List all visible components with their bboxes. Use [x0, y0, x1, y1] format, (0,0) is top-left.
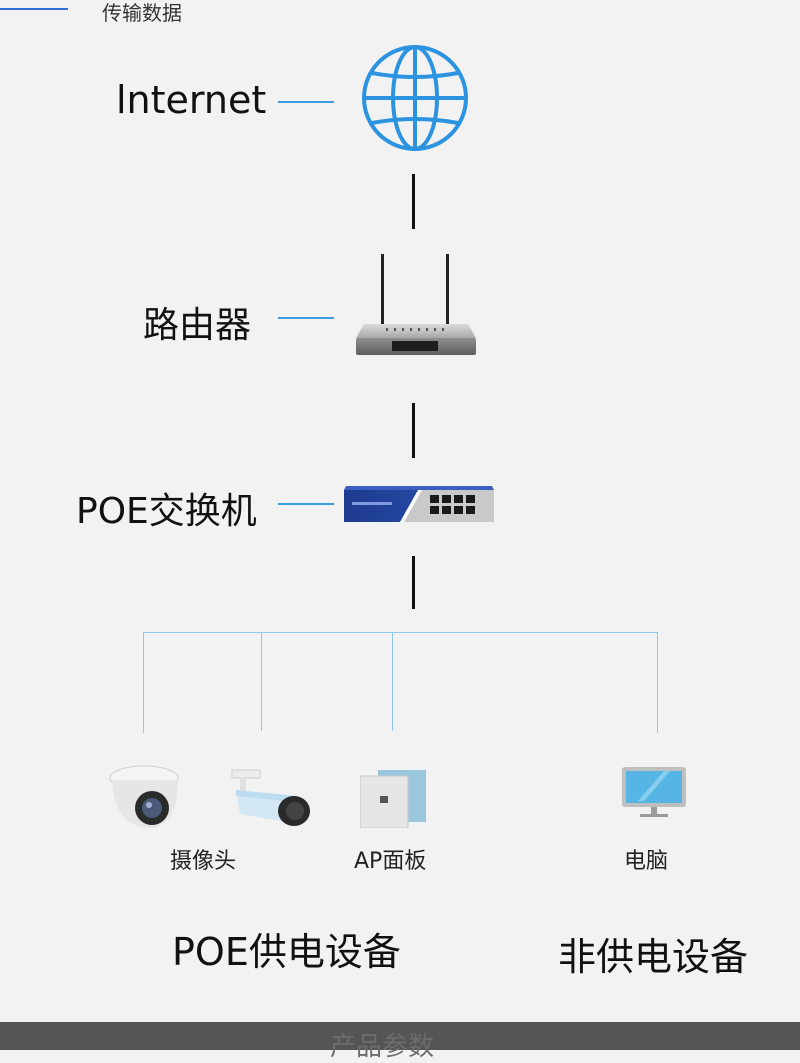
dome-camera-icon	[109, 765, 179, 828]
link-router-switch	[412, 403, 415, 458]
footer-label: 产品参数	[330, 1032, 435, 1062]
distribution-bus	[143, 632, 658, 633]
poe-group-label: POE供电设备	[172, 930, 401, 974]
legend-line	[0, 8, 68, 10]
monitor-icon	[622, 767, 686, 817]
router-connector	[278, 317, 334, 319]
globe-icon	[362, 45, 468, 151]
link-internet-router	[412, 174, 415, 229]
branch-pc	[657, 632, 658, 733]
bullet-camera-icon	[231, 769, 310, 826]
branch-ap-panel	[392, 632, 393, 731]
router-icon	[356, 254, 476, 355]
ap-panel-icon	[360, 770, 426, 828]
pc-label: 电脑	[624, 849, 669, 874]
poe-switch-icon	[344, 486, 494, 522]
legend-label: 传输数据	[102, 1, 182, 25]
camera-label: 摄像头	[170, 849, 237, 874]
switch-label: POE交换机	[76, 491, 257, 532]
non-poe-group-label: 非供电设备	[558, 935, 749, 979]
link-switch-devices	[412, 556, 415, 609]
internet-connector	[278, 101, 334, 103]
internet-label: lnternet	[116, 78, 267, 122]
branch-dome-camera	[143, 632, 144, 733]
footer-bar	[0, 1022, 800, 1050]
branch-bullet-camera	[261, 632, 262, 731]
router-label: 路由器	[143, 305, 252, 346]
ap-label: AP面板	[354, 849, 427, 874]
switch-connector	[278, 503, 334, 505]
